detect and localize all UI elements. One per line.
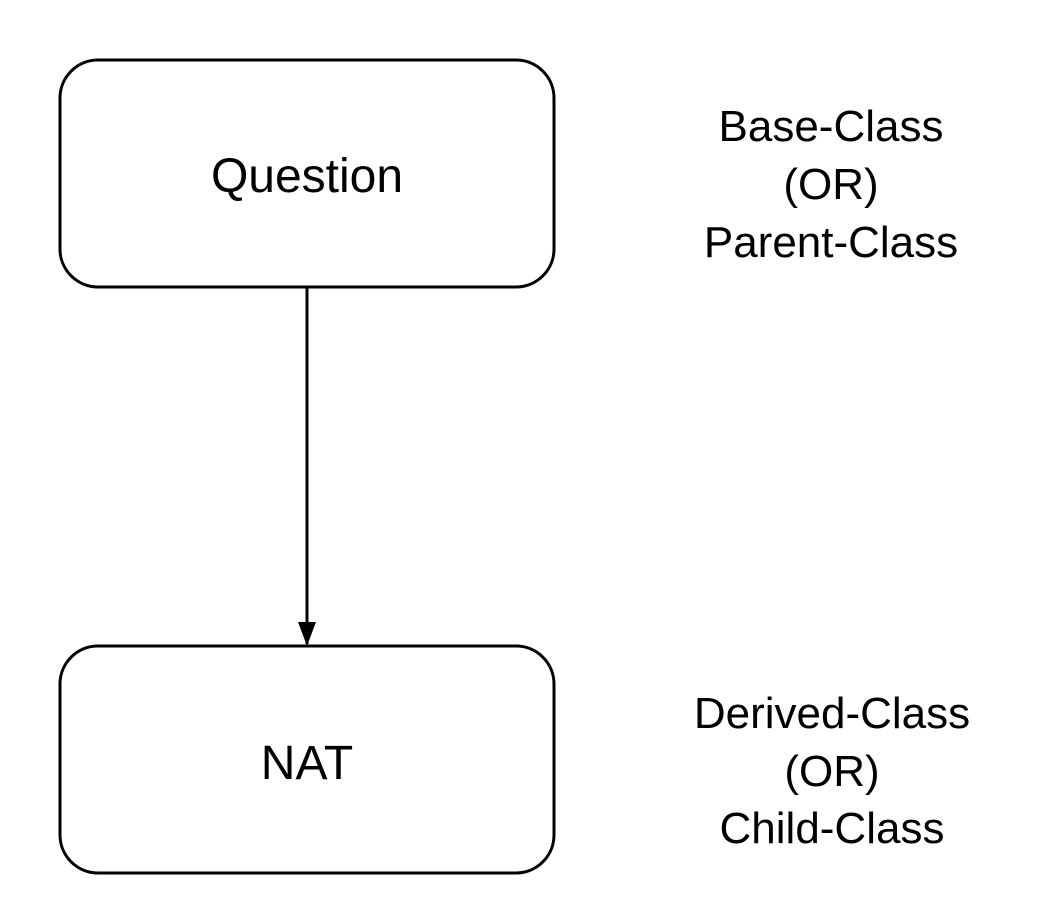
child-annotation-line3: Child-Class: [720, 804, 945, 853]
node-question-label: Question: [211, 150, 403, 203]
child-annotation-line2: (OR): [784, 747, 879, 796]
child-annotation: Derived-Class (OR) Child-Class: [694, 689, 970, 853]
parent-annotation-line3: Parent-Class: [704, 218, 958, 267]
node-nat[interactable]: NAT: [58, 644, 556, 875]
parent-annotation-line1: Base-Class: [719, 102, 944, 151]
node-nat-box: [58, 644, 556, 875]
parent-annotation-line2: (OR): [783, 160, 878, 209]
parent-annotation: Base-Class (OR) Parent-Class: [704, 102, 958, 267]
node-question[interactable]: Question: [58, 58, 556, 289]
child-annotation-line1: Derived-Class: [694, 689, 970, 738]
arrowhead-icon: [298, 622, 316, 646]
node-nat-label: NAT: [261, 737, 353, 790]
